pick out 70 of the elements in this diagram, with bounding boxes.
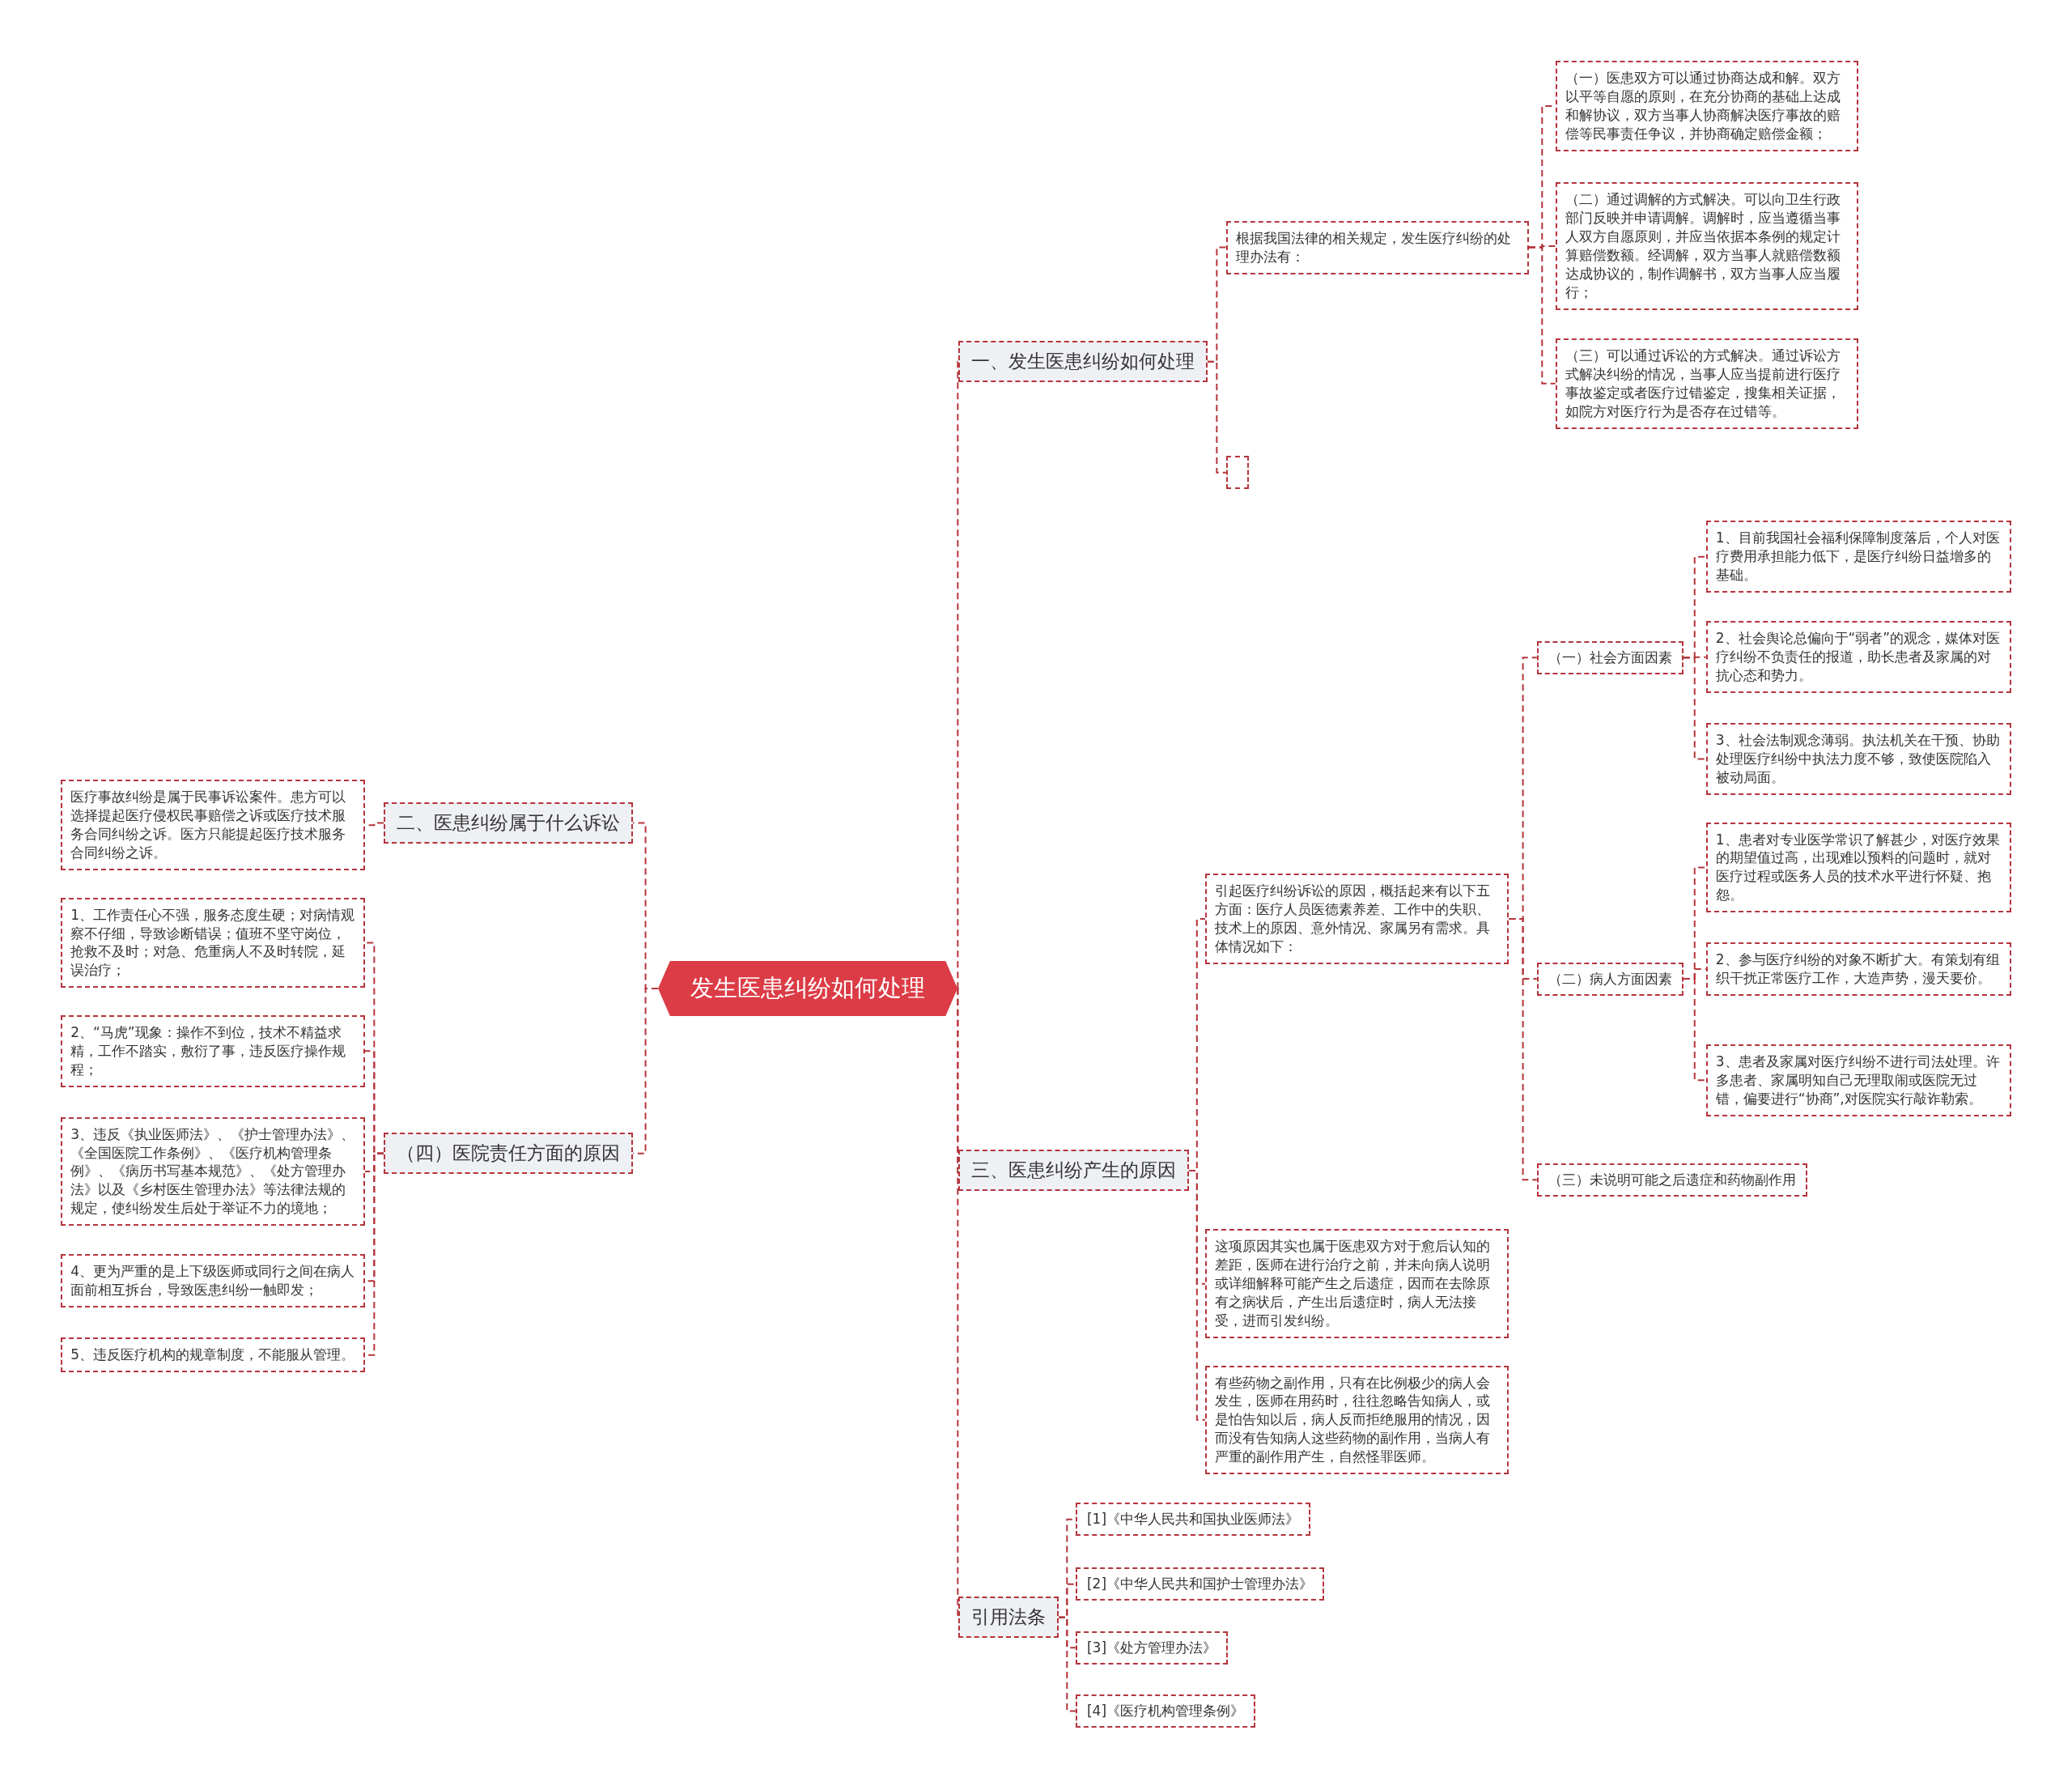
node-text: 引起医疗纠纷诉讼的原因，概括起来有以下五方面：医疗人员医德素养差、工作中的失职、技术上的原因、意外情况、家属另有需求。具体情况如下： — [1214, 882, 1491, 956]
note-box — [1204, 874, 1509, 964]
central-topic-text: 发生医患纠纷如何处理 — [690, 972, 926, 1003]
connector-line — [1206, 360, 1228, 474]
node-text: 三、医患纠纷产生的原因 — [970, 1159, 1176, 1183]
node-text: 3、违反《执业医师法》、《护士管理办法》、《全国医院工作条例》、《医疗机构管理条例》、《病历书写基本规范》、《处方管理办法》以及《乡村医生管理办法》等法律法规的规定，使纠纷发生后处于举证不力的境地； — [70, 1125, 355, 1218]
node-text: （二）通过调解的方式解决。可以向卫生行政部门反映并申请调解。调解时，应当遵循当事人双方自愿原则，并应当依据本条例的规定计算赔偿数额。经调解，双方当事人就赔偿数额达成协议的，制作调解书，双方当事人应当履行； — [1565, 190, 1841, 302]
node-text: 这项原因其实也属于医患双方对于愈后认知的差距，医师在进行治疗之前，并未向病人说明或详细解释可能产生之后遗症，因而在去除原有之病状后，产生出后遗症时，病人无法接受，进而引发纠纷。 — [1214, 1237, 1491, 1331]
note-box — [1204, 1229, 1509, 1339]
topic-box — [957, 341, 1208, 383]
connector-line — [1527, 246, 1556, 385]
node-text: 5、违反医疗机构的规章制度，不能服从管理。 — [70, 1346, 355, 1365]
note-box — [1705, 521, 2011, 593]
topic-box — [957, 1150, 1189, 1192]
note-box — [61, 897, 365, 989]
subtopic-box — [1536, 1163, 1807, 1197]
node-text: [3]《处方管理办法》 — [1086, 1638, 1217, 1657]
node-text: [4]《医疗机构管理条例》 — [1086, 1702, 1245, 1721]
node-text: （四）医院责任方面的原因 — [397, 1142, 621, 1166]
node-text: 一、发生医患纠纷如何处理 — [970, 350, 1195, 374]
node-text: 3、患者及家属对医疗纠纷不进行司法处理。许多患者、家属明知自己无理取闹或医院无过错，偏要进行“协商”,对医院实行敲诈勒索。 — [1715, 1052, 2001, 1108]
node-text: 2、“马虎”现象：操作不到位，技术不精益求精，工作不踏实，敷衍了事，违反医疗操作规程； — [70, 1023, 347, 1079]
connector-line — [1057, 1616, 1076, 1712]
note-box — [61, 1254, 365, 1308]
node-text: （三）可以通过诉讼的方式解决。通过诉讼方式解决纠纷的情况，当事人应当提前进行医疗事故鉴定或者医疗过错鉴定，搜集相关证据，如院方对医疗行为是否存在过错等。 — [1565, 346, 1841, 421]
node-text: 2、参与医疗纠纷的对象不断扩大。有策划有组织干扰正常医疗工作，大造声势，漫天要价。 — [1715, 950, 2001, 988]
note-box — [1705, 723, 2011, 795]
node-text: （二）病人方面因素 — [1548, 969, 1672, 989]
note-box — [1204, 1365, 1509, 1475]
connector-line — [1682, 657, 1707, 760]
node-text: [2]《中华人民共和国护士管理办法》 — [1086, 1575, 1314, 1594]
subtopic-box — [1536, 962, 1684, 996]
note-box — [1705, 621, 2011, 694]
subtopic-box — [1536, 640, 1684, 674]
note-box — [61, 1337, 365, 1373]
note-box — [1226, 220, 1529, 274]
subtopic-box — [1075, 1694, 1256, 1728]
node-text: （一）社会方面因素 — [1548, 648, 1672, 667]
node-text: （一）医患双方可以通过协商达成和解。双方以平等自愿的原则，在充分协商的基础上达成和解协议，双方当事人协商解决医疗事故的赔偿等民事责任争议，并协商确定赔偿金额； — [1565, 69, 1841, 143]
node-text: （三）未说明可能之后遗症和药物副作用 — [1548, 1170, 1796, 1189]
node-text: 根据我国法律的相关规定，发生医疗纠纷的处理办法有： — [1236, 228, 1513, 266]
empty-box — [1226, 456, 1249, 490]
note-box — [61, 1116, 365, 1227]
subtopic-box — [1075, 1567, 1325, 1601]
topic-box — [384, 1133, 634, 1175]
subtopic-box — [1075, 1503, 1311, 1537]
topic-box — [384, 802, 634, 844]
node-text: 3、社会法制观念薄弱。执法机关在干预、协助处理医疗纠纷中执法力度不够，致使医院陷入被动局面。 — [1715, 731, 2001, 787]
note-box — [1555, 182, 1858, 310]
note-box — [1555, 61, 1858, 151]
central-topic — [658, 960, 958, 1016]
topic-box — [957, 1597, 1059, 1639]
note-box — [1705, 942, 2011, 996]
subtopic-box — [1075, 1631, 1229, 1665]
node-text: 医疗事故纠纷是属于民事诉讼案件。患方可以选择提起医疗侵权民事赔偿之诉或医疗技术服务合同纠纷之诉。医方只能提起医疗技术服务合同纠纷之诉。 — [70, 788, 347, 862]
node-text: 引用法条 — [970, 1605, 1046, 1630]
note-box — [1705, 1044, 2011, 1116]
note-box — [1555, 338, 1858, 429]
node-text: 有些药物之副作用，只有在比例极少的病人会发生，医师在用药时，往往忽略告知病人，或是怕告知以后，病人反而拒绝服用的情况，因而没有告知病人这些药物的副作用，当病人有严重的副作用产生，自然怪罪医师。 — [1214, 1373, 1491, 1467]
node-text: 1、目前我国社会福利保障制度落后，个人对医疗费用承担能力低下，是医疗纠纷日益增多的基础。 — [1715, 529, 2001, 585]
node-text: 1、工作责任心不强，服务态度生硬；对病情观察不仔细，导致诊断错误；值班不坚守岗位，抢救不及时；对急、危重病人不及时转院，延误治疗； — [70, 905, 355, 980]
node-text: 二、医患纠纷属于什么诉讼 — [397, 811, 621, 835]
node-text: 4、更为严重的是上下级医师或同行之间在病人面前相互拆台，导致医患纠纷一触即发； — [70, 1262, 355, 1300]
connector-line — [1682, 978, 1707, 1082]
note-box — [61, 1014, 365, 1087]
node-text: 2、社会舆论总偏向于“弱者”的观念，媒体对医疗纠纷不负责任的报道，助长患者及家属的对抗心态和势力。 — [1715, 629, 2002, 686]
node-text: [1]《中华人民共和国执业医师法》 — [1086, 1510, 1300, 1529]
note-box — [61, 780, 365, 870]
note-box — [1705, 822, 2011, 913]
node-text: 1、患者对专业医学常识了解甚少，对医疗效果的期望值过高，出现难以预料的问题时，就对医疗过程或医务人员的技术水平进行怀疑、抱怨。 — [1715, 830, 2001, 905]
